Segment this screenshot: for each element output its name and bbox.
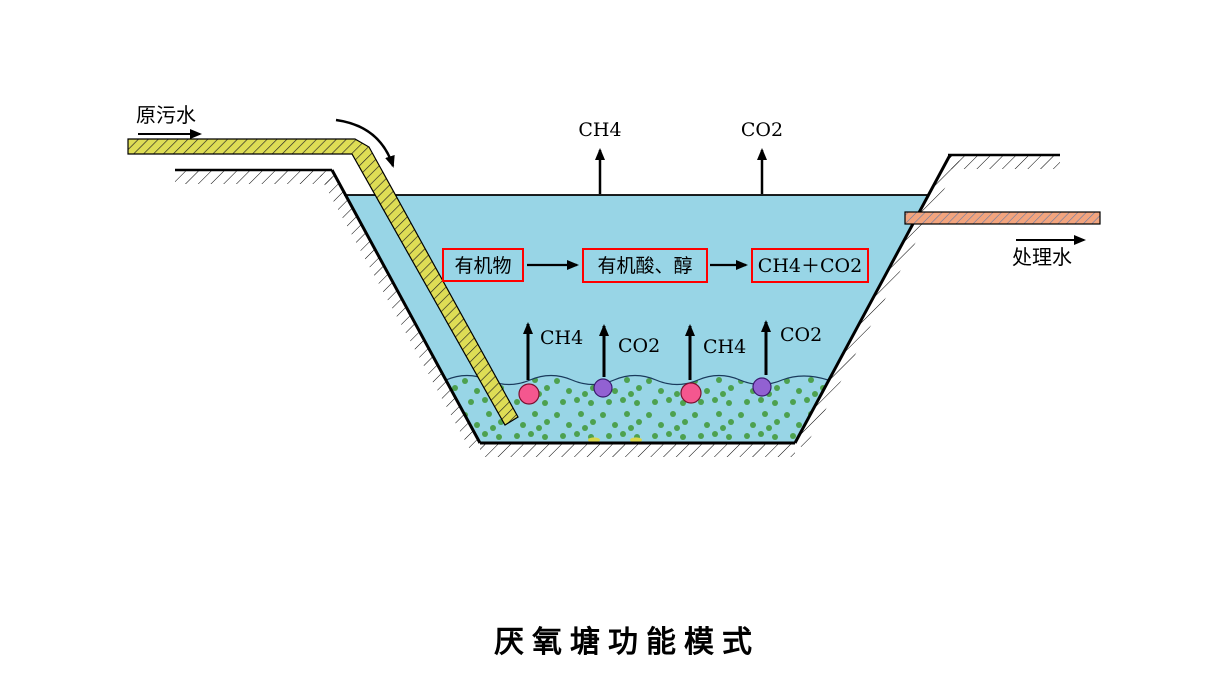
outlet-label: 处理水 [1012,245,1072,269]
process-box-ch4-co2-label: CH4＋CO2 [758,255,862,277]
diagram-title: 厌氧塘功能模式 [494,625,760,660]
ground-hatch-right [949,156,1060,169]
surface-gas-label-co2: CO2 [741,119,783,141]
sediment-gas-label-1: CH4 [540,327,583,349]
pond-slope-left [330,169,482,444]
outlet-pipe [904,211,1101,225]
sediment-layer [446,375,828,443]
ground-hatch-right-slope [794,155,960,449]
process-box-organic-matter-label: 有机物 [454,255,511,277]
process-box-ch4-co2 [751,248,869,283]
ground-hatch-bottom [480,444,795,457]
process-box-organic-matter [442,248,524,282]
bubble-purple-1 [593,378,613,398]
bubble-pink-2 [680,382,702,404]
inlet-pipe [127,138,519,426]
bubble-purple-2 [752,377,772,397]
process-box-organic-acids-label: 有机酸、醇 [597,255,692,277]
sediment-gas-label-3: CH4 [703,336,746,358]
sediment-gas-label-4: CO2 [780,324,822,346]
sediment-gas-label-2: CO2 [618,335,660,357]
inlet-flow-curve-arrow [335,118,395,168]
inlet-label: 原污水 [136,103,196,127]
ground-hatch-left [175,171,332,184]
ground-hatch-left-slope [319,170,481,449]
debris-dot [588,437,600,443]
pond-slope-right [793,154,952,444]
surface-gas-label-ch4: CH4 [578,119,621,141]
process-box-organic-acids [582,248,708,283]
debris-dot [630,437,642,443]
bubble-pink-1 [518,383,540,405]
